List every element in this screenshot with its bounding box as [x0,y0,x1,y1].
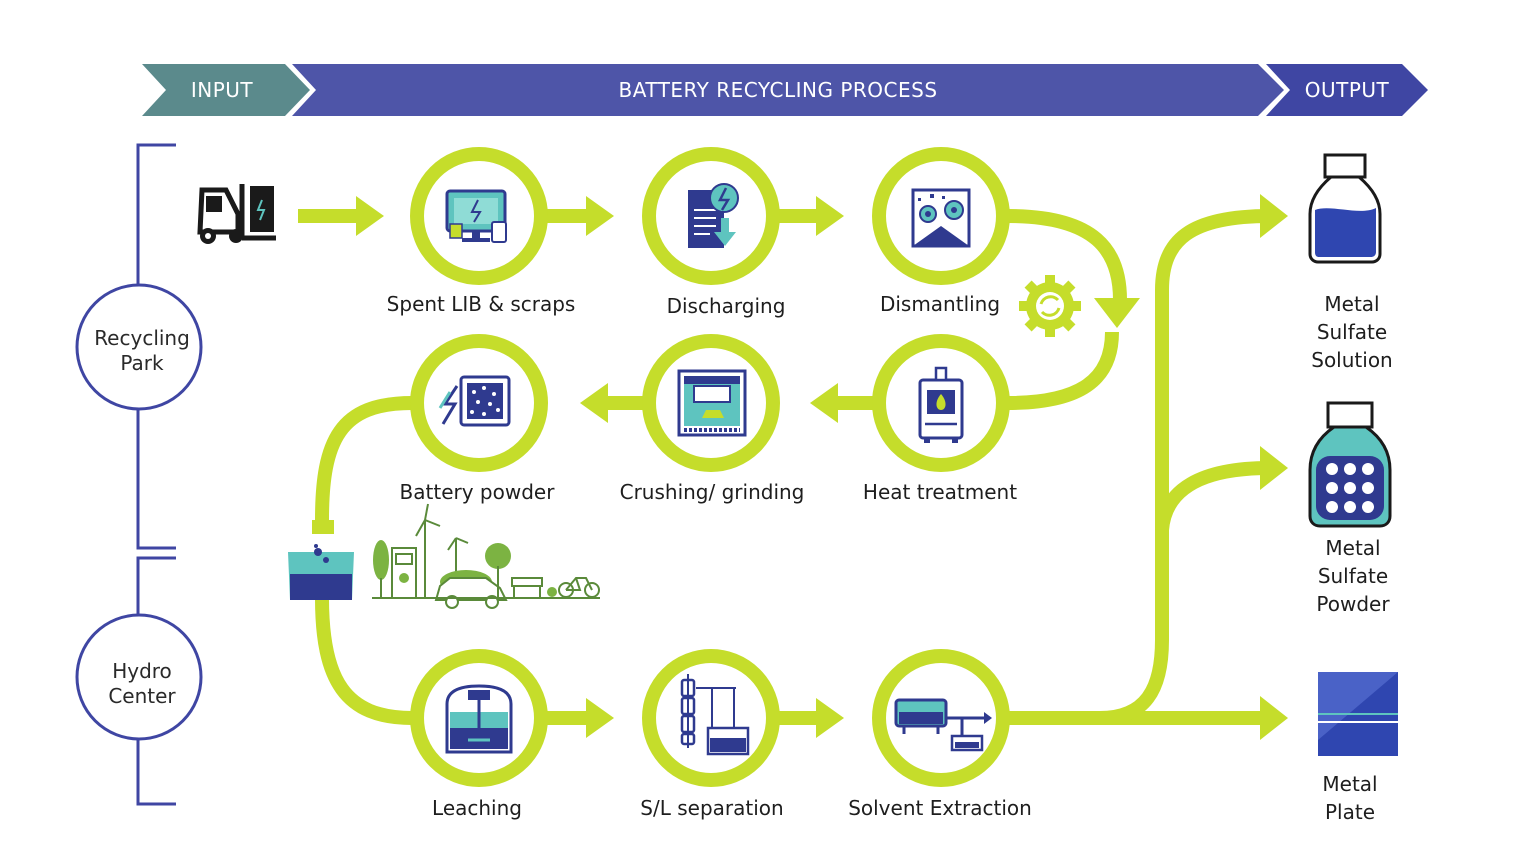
step-label-solvent-extraction: Solvent Extraction [848,796,1032,820]
crusher-icon [677,369,747,437]
recycle-gear-icon [1019,275,1081,337]
output-label-plate: Metal Plate [1322,772,1378,824]
step-label-sl-separation: S/L separation [640,796,784,820]
banner-process [292,64,1284,116]
dismantling-icon [911,188,971,248]
forklift-icon [197,184,276,244]
step-label-heat-treatment: Heat treatment [862,480,1018,504]
step-label-leaching: Leaching [432,796,522,820]
leaching-icon [445,684,513,754]
banner-input-label: INPUT [190,78,254,102]
step-label-discharging: Discharging [666,294,786,318]
spent-lib-icon [445,189,507,243]
beaker-icon [288,520,354,600]
output-label-powder: Metal Sulfate Powder [1316,536,1390,616]
step-label-dismantling: Dismantling [879,292,1001,316]
banner-process-label: BATTERY RECYCLING PROCESS [618,78,938,102]
metal-plate-icon [1318,672,1398,756]
solvent-extraction-icon [894,698,992,752]
solution-bottle-icon [1308,153,1382,264]
output-label-solution: Metal Sulfate Solution [1311,292,1393,372]
site-circle-recycling-park [75,283,203,411]
green-city-icon [372,503,600,609]
battery-powder-icon [438,375,511,427]
site-label-recycling-park: Recycling Park [94,326,190,375]
discharging-icon [688,183,739,248]
site-circle-hydro-center [75,613,203,741]
step-label-battery-powder: Battery powder [399,480,555,504]
separation-icon [680,674,750,756]
furnace-icon [918,366,964,443]
banner-output-label: OUTPUT [1304,78,1390,102]
step-label-spent-lib: Spent LIB & scraps [386,292,576,316]
flow-arrowheads [356,194,1288,740]
powder-bottle-icon [1308,401,1392,528]
step-label-crushing: Crushing/ grinding [619,480,805,504]
banner-output [1266,64,1428,116]
banner-input [142,64,310,116]
site-label-hydro-center: Hydro Center [108,659,176,708]
